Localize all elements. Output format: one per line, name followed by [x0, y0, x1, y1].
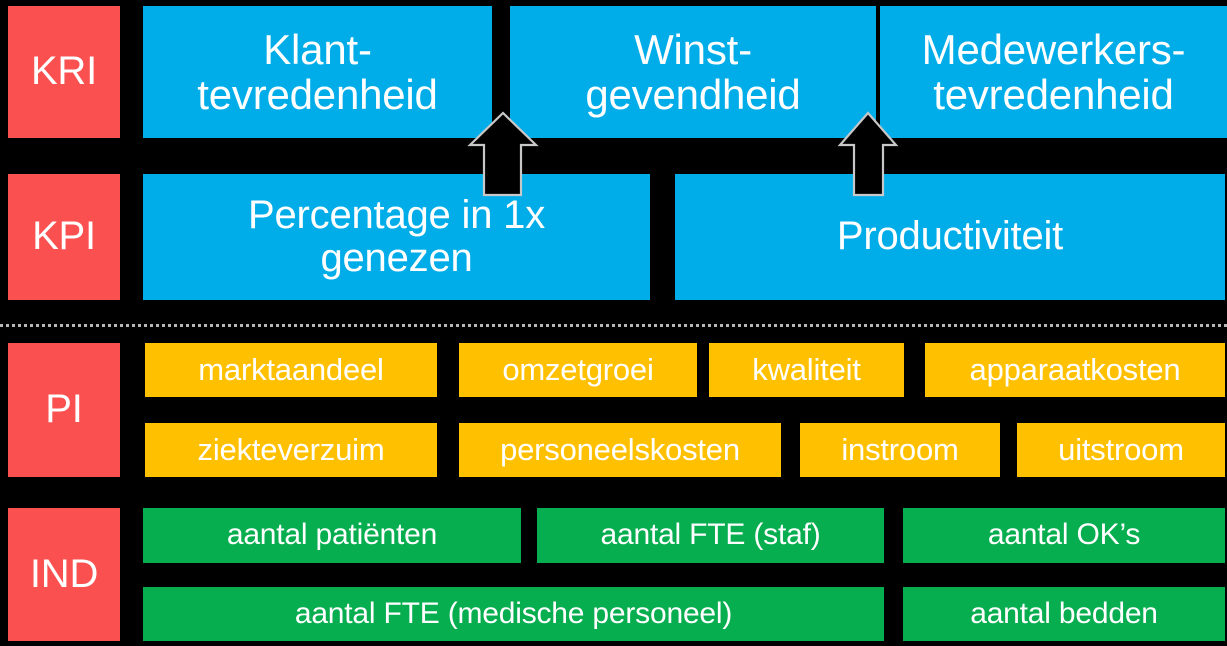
- category-label-pi: PI: [8, 343, 120, 477]
- pi-box-personeelskosten[interactable]: personeelskosten: [459, 423, 781, 477]
- pi-box-omzetgroei[interactable]: omzetgroei: [459, 343, 697, 397]
- pi-box-instroom[interactable]: instroom: [800, 423, 1000, 477]
- kpi-box-percentage-in-1x-genezen[interactable]: Percentage in 1x genezen: [143, 174, 650, 300]
- pi-box-uitstroom[interactable]: uitstroom: [1017, 423, 1225, 477]
- section-divider: [0, 324, 1227, 330]
- ind-box-aantal-fte-staf[interactable]: aantal FTE (staf): [537, 508, 884, 563]
- ind-box-aantal-oks[interactable]: aantal OK’s: [903, 508, 1225, 563]
- ind-box-aantal-fte-medische-personeel[interactable]: aantal FTE (medische personeel): [143, 587, 884, 641]
- category-label-kpi: KPI: [8, 174, 120, 300]
- kri-box-medewerkerstevredenheid[interactable]: Medewerkers- tevredenheid: [880, 6, 1227, 138]
- pi-box-ziekteverzuim[interactable]: ziekteverzuim: [145, 423, 437, 477]
- pi-box-kwaliteit[interactable]: kwaliteit: [709, 343, 904, 397]
- ind-box-aantal-bedden[interactable]: aantal bedden: [903, 587, 1225, 641]
- kri-box-winstgevendheid[interactable]: Winst- gevendheid: [510, 6, 876, 138]
- category-label-ind: IND: [8, 508, 120, 641]
- category-label-kri: KRI: [8, 6, 120, 138]
- ind-box-aantal-patienten[interactable]: aantal patiënten: [143, 508, 521, 563]
- kpi-box-productiviteit[interactable]: Productiviteit: [675, 174, 1225, 300]
- pi-box-apparaatkosten[interactable]: apparaatkosten: [925, 343, 1225, 397]
- kri-box-klanttevredenheid[interactable]: Klant- tevredenheid: [143, 6, 492, 138]
- pi-box-marktaandeel[interactable]: marktaandeel: [145, 343, 437, 397]
